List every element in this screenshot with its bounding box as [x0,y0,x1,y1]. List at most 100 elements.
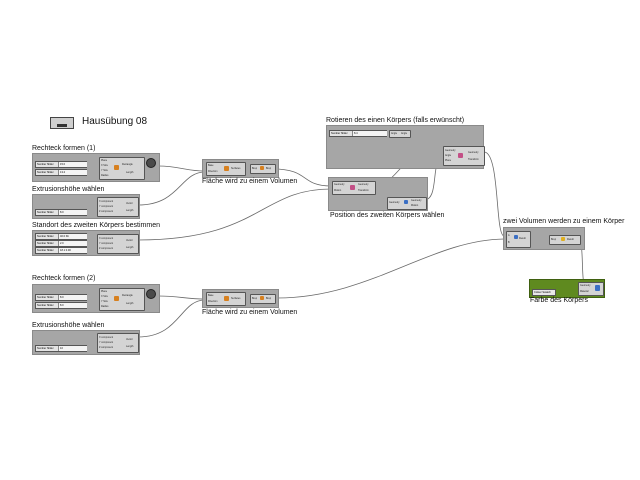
slider-z-position[interactable]: Number Slider 18.1 0.00 [35,247,87,254]
port-plane[interactable]: Plane [101,159,108,162]
port-y-size[interactable]: Y Size [101,169,108,172]
group-rechteck1[interactable]: Number Slider 15.0 Number Slider 13.2 Pl… [32,153,160,182]
port-material[interactable]: Material [580,290,589,293]
slider-x-position[interactable]: Number Slider 40.0 Kb [35,233,87,240]
port-length[interactable]: Length [126,246,134,249]
port-radius[interactable]: Radius [101,305,109,308]
slider-x-size[interactable]: Number Slider 15.0 [35,161,87,168]
port-geometry-out[interactable]: Geometry [468,151,479,154]
port-length[interactable]: Length [126,171,134,174]
move-component[interactable]: Geometry Motion Geometry Transform [332,181,376,195]
port-degrees[interactable]: Angle [391,132,398,135]
extrude-component[interactable]: Base Direction Surfaces [206,292,246,306]
slider-rotation-angle[interactable]: Number Slider 8.4 [329,130,387,137]
group-standort[interactable]: Number Slider 40.0 Kb Number Slider 2.0 … [32,230,140,256]
port-brep-in[interactable]: Brep [252,297,258,300]
port-brep-out[interactable]: Brep [266,167,272,170]
port-x-size[interactable]: X Size [101,295,108,298]
cap-holes-icon [561,237,565,241]
group-flaeche2[interactable]: Base Direction Surfaces Brep Brep [202,289,279,308]
port-transform[interactable]: Transform [468,158,479,161]
port-x-component[interactable]: X component [99,200,114,203]
port-direction[interactable]: Direction [208,170,218,173]
port-z-component[interactable]: Z component [99,210,113,213]
port-y-component[interactable]: Y component [99,242,114,245]
port-brep-in[interactable]: Brep [252,167,258,170]
port-brep-in[interactable]: Brep [551,238,557,241]
port-length[interactable]: Length [126,209,134,212]
port-y-component[interactable]: Y component [99,341,114,344]
cap-component[interactable]: Brep Brep [250,294,276,304]
port-rectangle[interactable]: Rectangle [122,294,133,297]
port-y-size[interactable]: Y Size [101,300,108,303]
port-motion[interactable]: Motion [334,189,342,192]
rectangle-component[interactable]: Plane X Size Y Size Radius Rectangle Len… [99,288,145,311]
vector-component[interactable]: X component Y component Z component Vect… [97,197,139,217]
port-plane[interactable]: Plane [101,290,108,293]
port-z-component[interactable]: Z component [99,247,113,250]
group-zwei-volumen[interactable]: A B Result Brep Result [503,227,585,250]
port-x-size[interactable]: X Size [101,164,108,167]
solid-union-component[interactable]: A B Result [506,231,531,248]
port-result[interactable]: Result [519,237,526,240]
group-extrusion2[interactable]: Number Slider 10 X component Y component… [32,330,140,355]
cap-holes-component[interactable]: Brep Result [549,235,581,245]
port-transform[interactable]: Transform [358,189,369,192]
slider-value: 13.2 [58,170,87,175]
disc-icon[interactable] [146,158,156,168]
port-length[interactable]: Length [126,302,134,305]
custom-preview-component[interactable]: Geometry Material [578,282,604,296]
slider-extrusion-height[interactable]: Number Slider 10 [35,345,87,352]
slider-extrusion-height[interactable]: Number Slider 8.0 [35,209,87,216]
port-result[interactable]: Result [567,238,574,241]
group-farbe[interactable]: Colour Swatch Geometry Material [529,279,605,298]
port-a[interactable]: A [508,234,510,237]
group-extrusion1[interactable]: Number Slider 8.0 X component Y componen… [32,194,140,219]
port-direction[interactable]: Direction [208,300,218,303]
colour-swatch[interactable]: Colour Swatch [532,289,556,296]
rectangle-component[interactable]: Plane X Size Y Size Radius Rectangle Len… [99,157,145,180]
port-centroid[interactable]: Motion [411,204,419,207]
port-brep-out[interactable]: Brep [266,297,272,300]
slider-y-position[interactable]: Number Slider 2.0 [35,240,87,247]
solid-component[interactable]: Geometry Geometry Motion [387,197,427,210]
cap-component[interactable]: Brep Brep [250,164,276,174]
group-rotieren[interactable]: Number Slider 8.4 Angle Angle Geometry A… [326,125,485,169]
port-extrusion[interactable]: Surfaces [231,297,241,300]
port-radius[interactable]: Radius [101,174,109,177]
port-y-component[interactable]: Y component [99,205,114,208]
rotate-component[interactable]: Geometry Angle Plane Geometry Transform [443,146,485,166]
extrude-component[interactable]: Base Direction Surfaces [206,162,246,176]
port-geometry[interactable]: Geometry [445,149,456,152]
port-vector[interactable]: Vector [126,239,133,242]
group-rechteck2[interactable]: Number Slider 8.0 Number Slider 8.0 Plan… [32,284,160,313]
group-position[interactable]: Geometry Motion Geometry Transform Geome… [328,177,428,211]
port-x-component[interactable]: X component [99,237,114,240]
port-area[interactable]: Geometry [411,199,422,202]
port-length[interactable]: Length [126,345,134,348]
port-b[interactable]: B [508,241,510,244]
port-base[interactable]: Base [208,164,214,167]
port-base[interactable]: Base [208,294,214,297]
port-radians[interactable]: Angle [401,132,408,135]
group-flaeche1[interactable]: Base Direction Surfaces Brep Brep [202,159,279,178]
vector-component[interactable]: X component Y component Z component Vect… [97,333,139,353]
port-rectangle[interactable]: Rectangle [122,163,133,166]
port-geometry[interactable]: Geometry [334,183,345,186]
port-z-component[interactable]: Z component [99,346,113,349]
slider-y-size[interactable]: Number Slider 8.0 [35,302,87,309]
port-geometry-out[interactable]: Geometry [358,183,369,186]
vector-component[interactable]: X component Y component Z component Vect… [97,234,139,254]
slider-x-size[interactable]: Number Slider 8.0 [35,294,87,301]
port-x-component[interactable]: X component [99,336,114,339]
radians-component[interactable]: Angle Angle [389,130,411,138]
slider-y-size[interactable]: Number Slider 13.2 [35,169,87,176]
port-extrusion[interactable]: Surfaces [231,167,241,170]
port-angle[interactable]: Angle [445,154,452,157]
port-geometry[interactable]: Geometry [580,284,591,287]
port-plane[interactable]: Plane [445,159,452,162]
port-geometry[interactable]: Geometry [389,201,400,204]
disc-icon[interactable] [146,289,156,299]
port-vector[interactable]: Vector [126,202,133,205]
port-vector[interactable]: Vector [126,338,133,341]
